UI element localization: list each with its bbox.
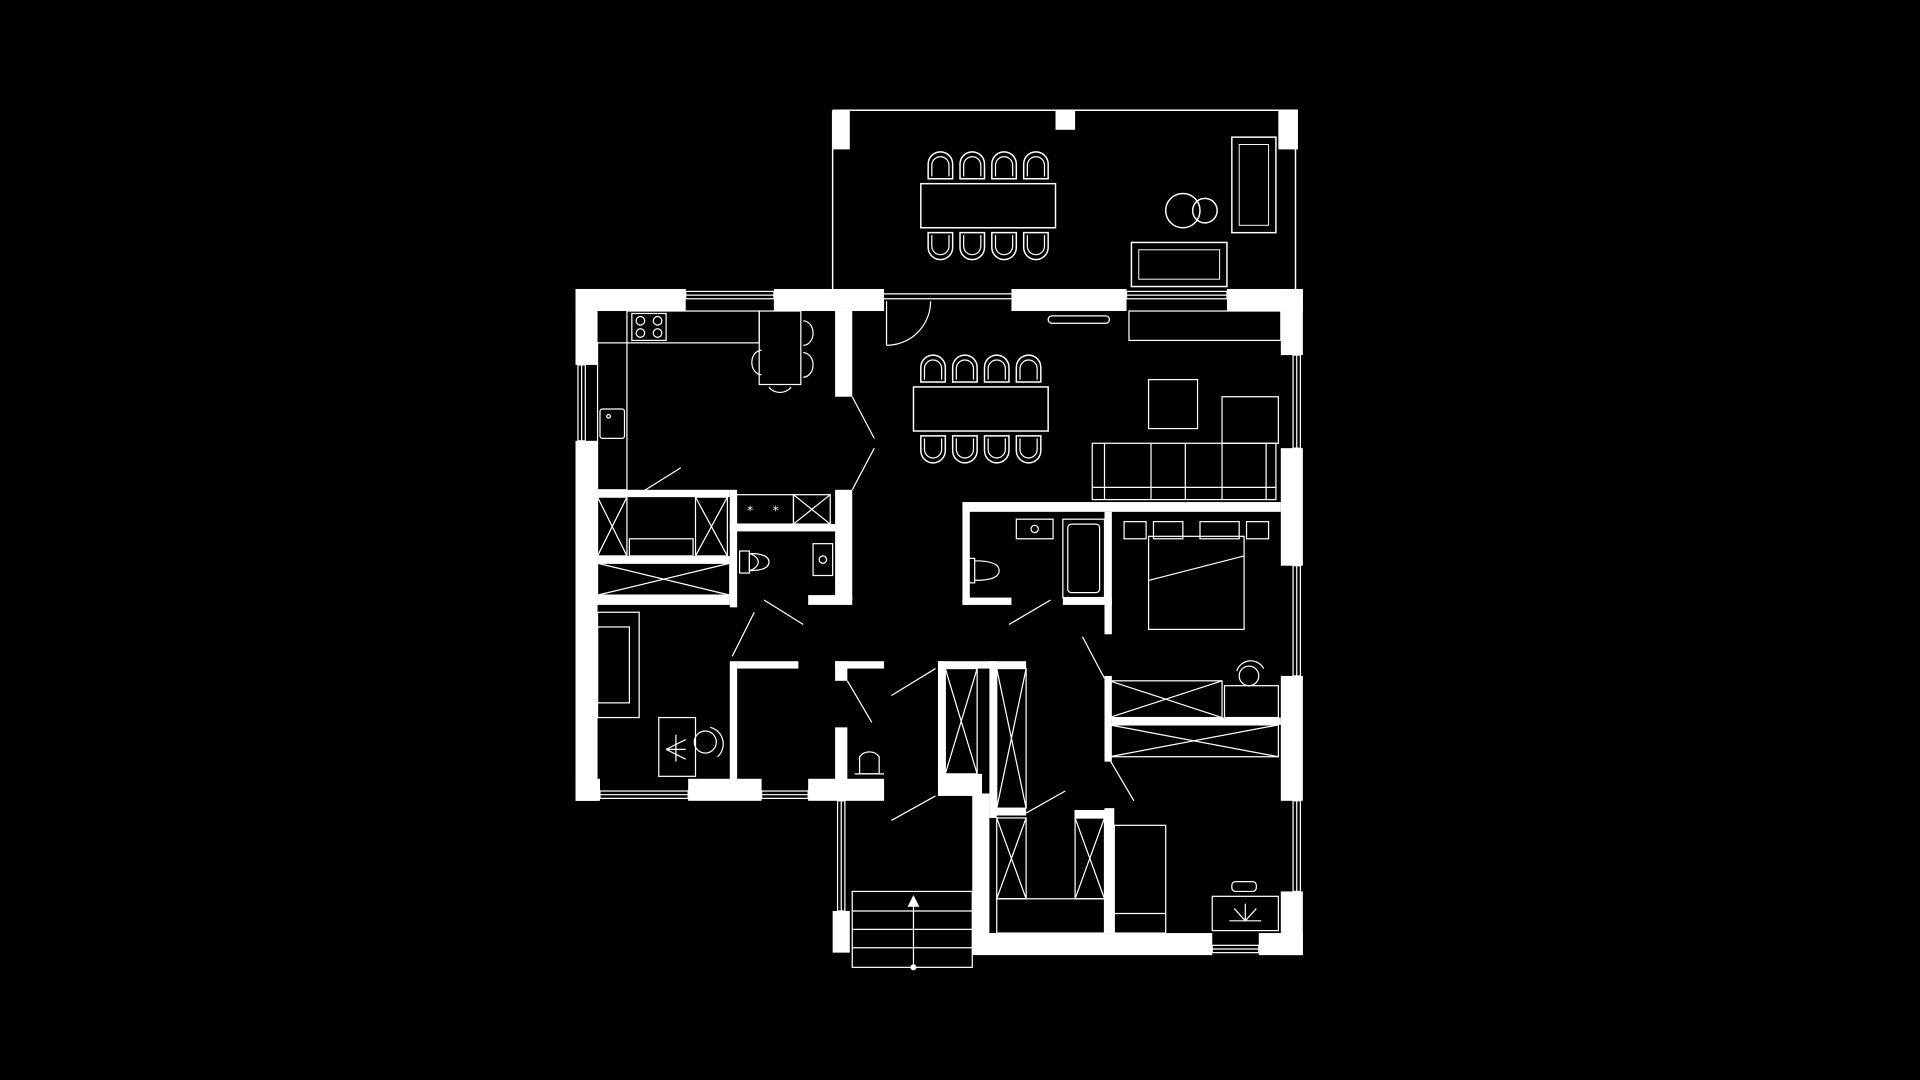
single-bed [1113,824,1167,934]
desk [658,716,697,777]
sofa [1091,442,1277,501]
daybed [596,611,640,719]
terrace-post [1055,110,1076,130]
svg-text:*: * [747,503,753,517]
nightstand [1123,521,1147,540]
terrace-dining-table [920,151,1057,261]
svg-text:*: * [773,503,779,517]
bathroom [966,518,1106,599]
kitchen [596,310,814,491]
terrace-lounge [1130,136,1277,288]
wc-left: * * [734,494,834,577]
desk-chair [1236,660,1265,687]
double-bed [1147,535,1245,630]
bedroom-small [1113,824,1279,934]
doors [641,301,1135,821]
pillow [1199,521,1240,540]
hall-wardrobes [944,667,1108,934]
cooktop-icon [631,312,667,342]
armchair [1221,396,1279,444]
terrace-area [831,109,1298,292]
living-dining [912,310,1282,501]
washbasin-icon [812,543,834,577]
windows [577,290,1302,954]
terrace-door [885,301,932,346]
sink-icon [599,408,626,439]
interior-walls [597,311,1281,934]
terrace-post [1278,110,1298,150]
desk-chair [693,726,724,758]
washbasin-icon [1015,518,1054,540]
toilet-icon [966,557,1000,584]
kitchen-counter [626,310,760,344]
kitchen-counter-side [596,342,628,491]
nightstand [1245,521,1270,540]
desk [1223,685,1279,719]
tv-console [1128,310,1282,342]
master-bedroom [1123,521,1270,630]
arrow-up-icon [907,894,920,971]
toilet-icon [738,550,770,574]
dining-table [912,354,1049,464]
study-room [596,611,724,777]
terrace-post [832,110,850,150]
entrance-stairs [851,890,973,971]
desk [1211,895,1279,932]
exterior-walls [575,288,1303,956]
wc-hall [854,751,885,775]
pillow [1152,521,1184,540]
laundry-unit [734,494,795,525]
kitchen-table [751,310,814,394]
bedroom-wardrobes [1108,660,1279,758]
fireplace-icon [1047,315,1110,324]
coffee-table [1147,378,1199,430]
storage-left [596,496,731,596]
toilet-icon [854,751,885,775]
desk-chair [1231,881,1257,893]
bathtub [1062,518,1106,599]
